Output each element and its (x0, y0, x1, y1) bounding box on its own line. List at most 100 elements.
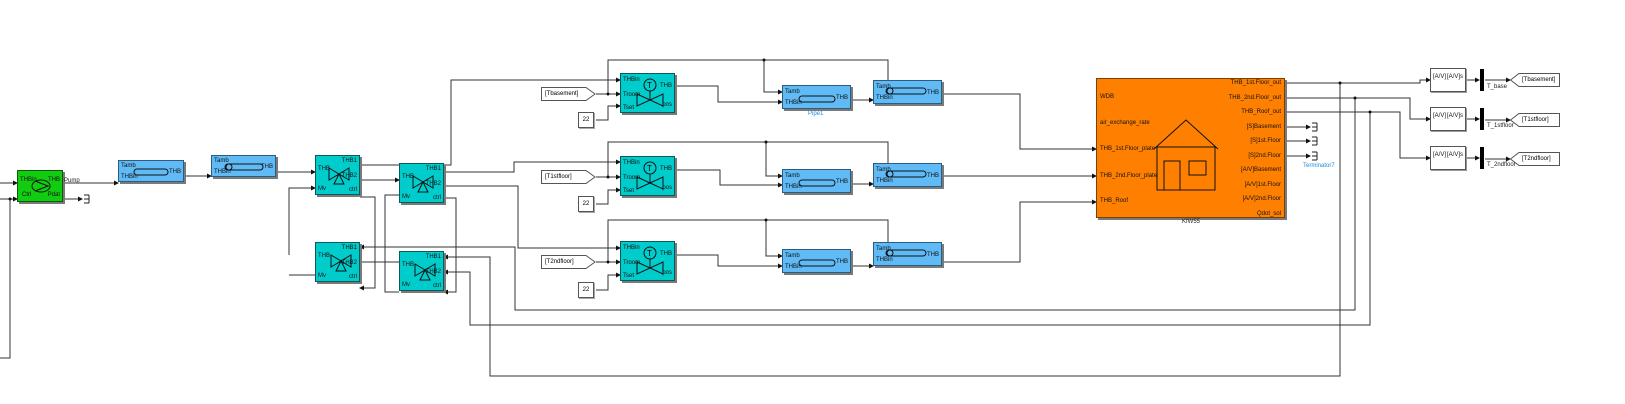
splitter-block[interactable]: THB Mv THB1 THB2 ctrl (399, 251, 444, 291)
port-label: pos (662, 185, 672, 191)
constant-block[interactable]: 22 (578, 282, 594, 298)
port-label: THB (927, 90, 939, 96)
port-label: THB_Roof (1100, 198, 1129, 204)
signal-label: T_base (1487, 84, 1508, 90)
port-label: Mv (402, 282, 410, 288)
wire (675, 85, 783, 105)
port-label: THB_2nd.Floor_out (1228, 95, 1281, 101)
converter-block[interactable]: [A/V] [A/V]s (1430, 68, 1466, 92)
svg-text:T: T (647, 164, 652, 173)
port-label: THBin (876, 257, 893, 263)
port-label: THB1 (425, 166, 441, 172)
goto-tag-2ndfloor[interactable]: [T2ndfloor] (1510, 152, 1560, 166)
tag-label: [T1stfloor] (545, 174, 572, 180)
port-label: [A/V]s (1446, 152, 1463, 158)
constant-block[interactable]: 22 (578, 196, 594, 212)
port-label: Tamb (876, 167, 891, 173)
thermostatic-valve-block[interactable]: THBin Troom Tset THB pos T (620, 156, 675, 196)
port-label: [A/V] (1433, 152, 1447, 158)
port-label: ctrl (349, 274, 357, 280)
house-subsystem-block[interactable]: WDB air_exchange_rate THB_1st.Floor_plat… (1096, 78, 1285, 218)
wire (288, 185, 316, 255)
signal-label: T_1stfloor (1487, 123, 1514, 129)
wire (942, 199, 1097, 263)
port-label: ctrl (433, 283, 441, 289)
port-label: THB2 (425, 269, 441, 275)
wire (596, 103, 621, 121)
bus-bar (1480, 147, 1484, 169)
port-label: THB (169, 169, 181, 175)
three-way-valve-icon (414, 263, 436, 281)
port-label: THB (261, 164, 273, 170)
port-label: THB_1st.Floor_plate (1100, 146, 1156, 152)
svg-text:T: T (647, 81, 652, 90)
goto-tag-1stfloor[interactable]: [T1stfloor] (1510, 113, 1560, 127)
port-label: pos (662, 270, 672, 276)
pipe-block[interactable]: Tamb THBin THB (211, 155, 276, 177)
pipe-block[interactable]: Tamb THBin THB (782, 85, 851, 109)
wire (1285, 111, 1431, 161)
from-tag-2ndfloor[interactable]: [T2ndfloor] (541, 255, 596, 269)
port-label: ctrl (349, 187, 357, 193)
house-icon (1153, 119, 1219, 191)
pipe-icon (885, 170, 927, 178)
pipe-block[interactable]: Tamb THBin THB (782, 169, 851, 193)
port-label: Qdot_sol (1256, 211, 1281, 217)
three-way-valve-icon (330, 254, 352, 272)
wire (596, 187, 621, 205)
pipe-block[interactable]: Tamb THBin THB (118, 160, 184, 182)
splitter-block[interactable]: THB Mv THB1 THB2 ctrl (315, 155, 360, 195)
from-tag-basement[interactable]: [Tbasement] (541, 87, 596, 101)
tag-label: [T1stfloor] (1522, 117, 1549, 123)
wire (763, 60, 783, 95)
converter-block[interactable]: [A/V] [A/V]s (1430, 146, 1466, 170)
bus-bar (1480, 108, 1484, 130)
pipe-icon (798, 95, 836, 103)
port-label: Troom (623, 92, 641, 98)
port-label: THBin (785, 100, 802, 106)
port-label: Tset (623, 188, 635, 194)
constant-block[interactable]: 22 (578, 112, 594, 128)
port-label: THB (836, 179, 848, 185)
port-label: THB_2nd.Floor_plate (1100, 173, 1158, 179)
port-label: [A/V]Basement (1240, 167, 1281, 173)
thermostat-valve-icon: T (636, 78, 664, 107)
port-label: Tamb (876, 84, 891, 90)
converter-block[interactable]: [A/V] [A/V]s (1430, 107, 1466, 131)
port-label: THB1 (341, 245, 357, 251)
wire (942, 93, 1097, 152)
wire (675, 254, 783, 269)
pipe-icon (885, 249, 927, 257)
port-label: Tamb (876, 246, 891, 252)
three-way-valve-icon (412, 175, 434, 193)
pipe-block[interactable]: Tamb THBin THB (873, 163, 942, 187)
house-label: KfW55 (1182, 219, 1201, 225)
splitter-block[interactable]: THB Mv THB1 THB2 ctrl (315, 242, 360, 282)
from-tag-1stfloor[interactable]: [T1stfloor] (541, 170, 596, 184)
terminator-icon (1312, 136, 1318, 146)
thermostatic-valve-block[interactable]: THBin Troom Tset THB pos T (620, 73, 675, 113)
pump-icon (31, 179, 51, 193)
port-label: THBin (876, 95, 893, 101)
port-label: THB (402, 174, 414, 180)
svg-text:T: T (647, 249, 652, 258)
port-label: Tset (623, 273, 635, 279)
wire (443, 112, 1371, 326)
goto-tag-basement[interactable]: [Tbasement] (1510, 73, 1560, 87)
port-label: THB (402, 262, 414, 268)
pipe-block[interactable]: Tamb THBin THB (873, 242, 942, 266)
tag-label: [Tbasement] (1522, 77, 1556, 83)
splitter-block[interactable]: THB Mv THB1 THB2 ctrl (399, 163, 444, 203)
terminator-icon (84, 194, 90, 204)
thermostatic-valve-block[interactable]: THBin Troom Tset THB pos T (620, 241, 675, 281)
port-label: THBin (214, 169, 231, 175)
wire (443, 197, 457, 295)
pump-label: Pump (64, 178, 80, 184)
pump-block[interactable]: THBin Ctrl THB Pdat (17, 170, 63, 202)
pipe-block[interactable]: Tamb THBin THB (873, 80, 942, 104)
port-label: THBin (623, 245, 640, 251)
pipe-icon (798, 179, 836, 187)
pipe-block[interactable]: Tamb THBin THB (782, 249, 851, 273)
port-label: THB (836, 259, 848, 265)
